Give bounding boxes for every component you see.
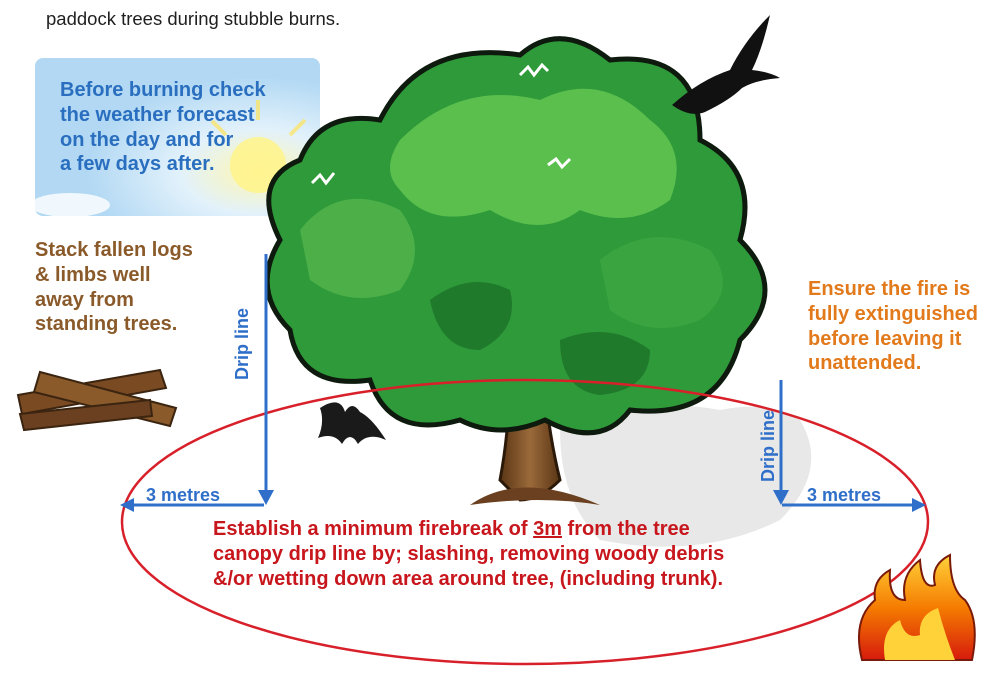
firebreak-tip-line: canopy drip line by; slashing, removing … bbox=[213, 542, 873, 567]
firebreak-tip-line: Establish a minimum firebreak of 3m from… bbox=[213, 517, 873, 542]
bat-silhouette-icon bbox=[318, 402, 386, 444]
extinguish-tip-line: unattended. bbox=[808, 351, 1006, 376]
logs-tip-line: away from bbox=[35, 288, 255, 313]
logs-tip-line: & limbs well bbox=[35, 263, 255, 288]
extinguish-tip: Ensure the fire is fully extinguished be… bbox=[808, 277, 1006, 376]
drip-line-label-right: Drip line bbox=[758, 410, 779, 482]
firebreak-tip: Establish a minimum firebreak of 3m from… bbox=[213, 517, 873, 591]
logs-tip-line: Stack fallen logs bbox=[35, 238, 255, 263]
metres-label-right: 3 metres bbox=[807, 485, 881, 506]
firebreak-distance: 3m bbox=[533, 518, 562, 540]
weather-tip: Before burning check the weather forecas… bbox=[60, 78, 330, 177]
firebreak-text: from the tree bbox=[562, 518, 690, 540]
weather-tip-line: the weather forecast bbox=[60, 103, 330, 128]
extinguish-tip-line: before leaving it bbox=[808, 327, 1006, 352]
extinguish-tip-line: Ensure the fire is bbox=[808, 277, 1006, 302]
firebreak-text: Establish a minimum firebreak of bbox=[213, 518, 533, 540]
subtitle: paddock trees during stubble burns. bbox=[46, 8, 340, 30]
metres-label-left: 3 metres bbox=[146, 485, 220, 506]
fallen-logs-icon bbox=[18, 370, 176, 430]
firebreak-tip-line: &/or wetting down area around tree, (inc… bbox=[213, 567, 873, 592]
weather-tip-line: on the day and for bbox=[60, 128, 330, 153]
weather-tip-line: Before burning check bbox=[60, 78, 330, 103]
logs-tip: Stack fallen logs & limbs well away from… bbox=[35, 238, 255, 337]
extinguish-tip-line: fully extinguished bbox=[808, 302, 1006, 327]
logs-tip-line: standing trees. bbox=[35, 312, 255, 337]
crow-silhouette-icon bbox=[672, 15, 780, 114]
weather-tip-line: a few days after. bbox=[60, 152, 330, 177]
fire-flames-icon bbox=[859, 555, 975, 660]
drip-line-label-left: Drip line bbox=[232, 308, 253, 380]
